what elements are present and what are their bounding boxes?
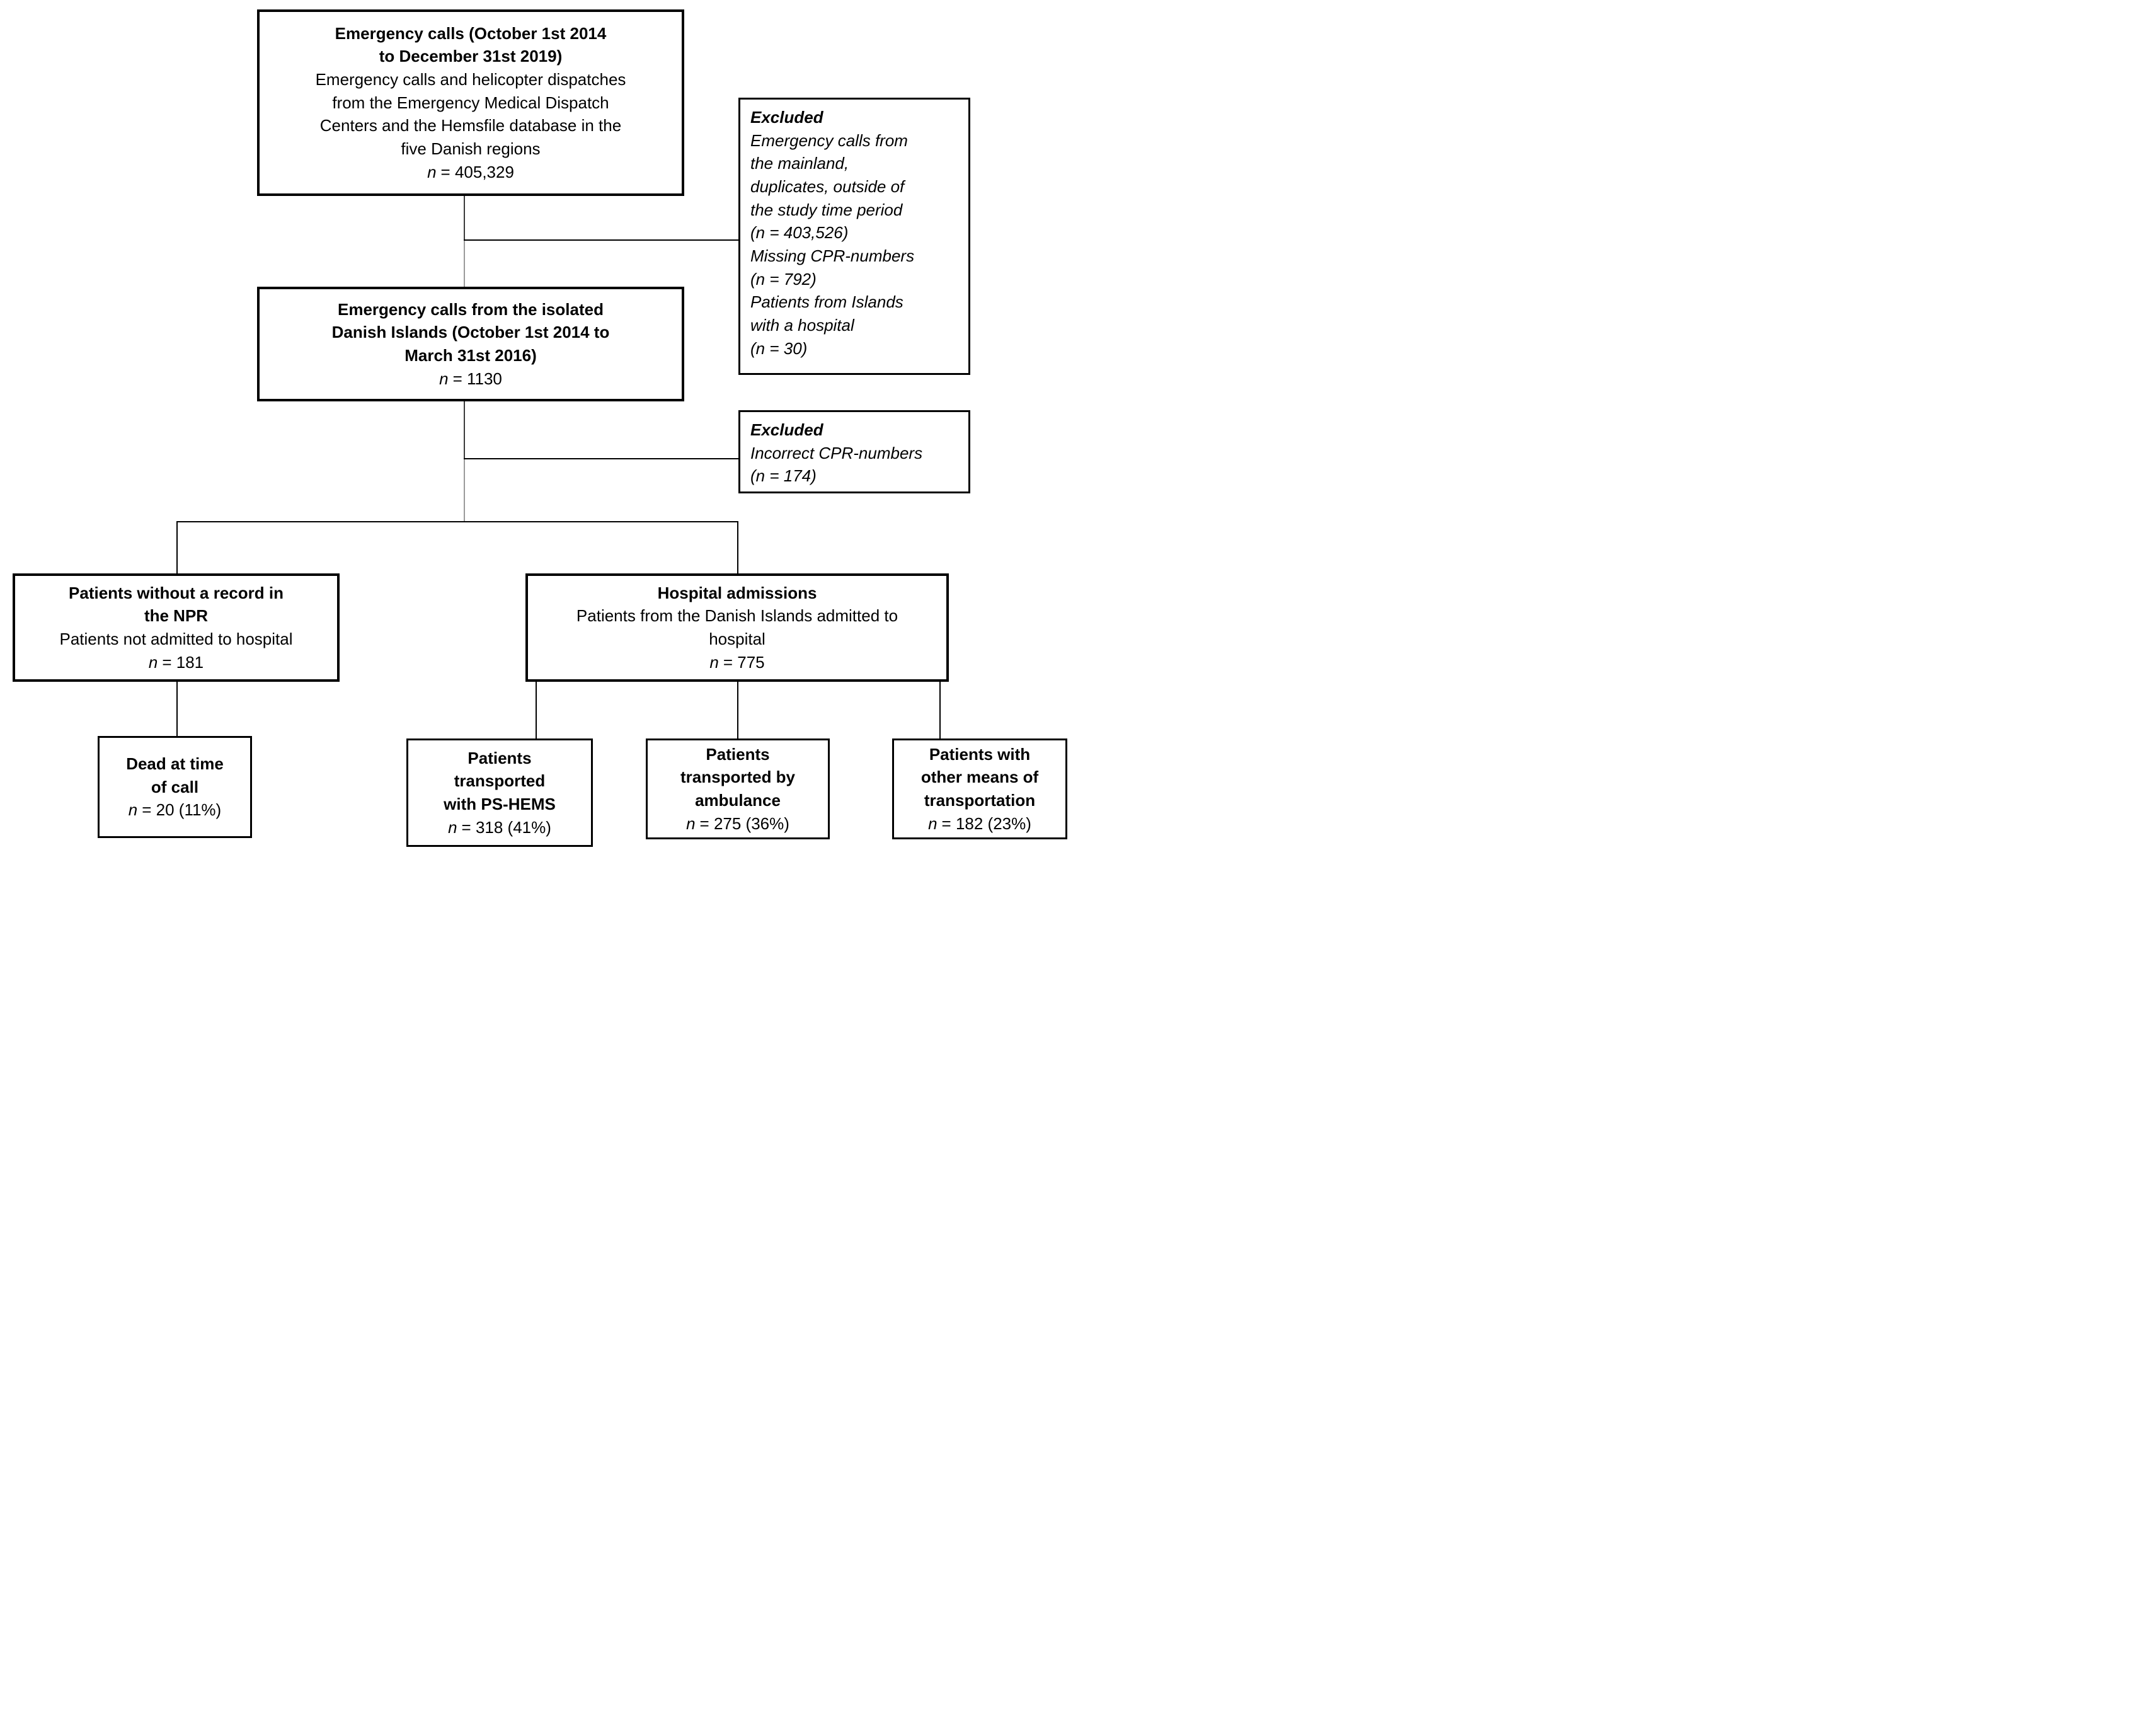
- box-title: Hospital admissions: [657, 583, 817, 602]
- sample-size: n= 405,329: [427, 161, 514, 184]
- connector-islands-to-split-lower: [464, 459, 465, 522]
- box-excluded-incorrect-cpr: Excluded Incorrect CPR-numbers (n = 174): [738, 410, 970, 493]
- box-title: Excluded: [750, 108, 823, 127]
- n-value: = 318 (41%): [461, 817, 551, 837]
- box-title: Patients without a record in the NPR: [69, 583, 284, 626]
- box-transported-ambulance: Patients transported by ambulance n= 275…: [646, 738, 830, 839]
- sample-size: n= 182 (23%): [928, 812, 1031, 836]
- box-hospital-admissions: Hospital admissions Patients from the Da…: [525, 573, 949, 682]
- sample-size: n= 181: [149, 651, 204, 674]
- connector-islands-to-split-upper: [464, 401, 465, 459]
- box-emergency-calls-all: Emergency calls (October 1st 2014 to Dec…: [257, 9, 684, 196]
- connector-top-to-islands-lower: [464, 240, 465, 287]
- box-title: Excluded: [750, 420, 823, 439]
- box-patients-without-npr-record: Patients without a record in the NPR Pat…: [13, 573, 340, 682]
- n-value: = 1130: [452, 369, 502, 388]
- box-body: Emergency calls from the mainland, dupli…: [750, 130, 915, 358]
- box-body: Emergency calls and helicopter dispatche…: [315, 70, 626, 158]
- sample-size: n= 1130: [439, 367, 502, 391]
- box-title: Emergency calls (October 1st 2014 to Dec…: [335, 23, 607, 66]
- box-other-transportation: Patients with other means of transportat…: [892, 738, 1067, 839]
- n-value: = 20 (11%): [142, 800, 222, 820]
- flow-diagram: Emergency calls (October 1st 2014 to Dec…: [0, 0, 1078, 862]
- sample-size: n= 318 (41%): [448, 816, 551, 839]
- sample-size: n= 20 (11%): [129, 798, 221, 822]
- box-body: Incorrect CPR-numbers (n = 174): [750, 443, 923, 486]
- connector-hospital-to-ambulance: [737, 682, 738, 738]
- connector-split-horizontal: [176, 521, 738, 522]
- connector-hospital-to-pshems: [536, 682, 537, 738]
- n-value: = 182 (23%): [941, 813, 1031, 833]
- connector-npr-to-dead: [176, 682, 178, 736]
- connector-top-to-islands-upper: [464, 196, 465, 240]
- box-emergency-calls-islands: Emergency calls from the isolated Danish…: [257, 287, 684, 401]
- box-title: Emergency calls from the isolated Danish…: [331, 299, 610, 365]
- box-excluded-mainland: Excluded Emergency calls from the mainla…: [738, 98, 970, 375]
- box-dead-at-time-of-call: Dead at time of call n= 20 (11%): [98, 736, 252, 838]
- connector-hospital-to-other: [939, 682, 941, 738]
- n-value: = 405,329: [440, 162, 514, 181]
- connector-split-to-hospital: [737, 521, 738, 573]
- sample-size: n= 275 (36%): [686, 812, 789, 836]
- sample-size: n= 775: [709, 651, 764, 674]
- box-title: Patients transported with PS-HEMS: [444, 748, 556, 813]
- box-body: Patients from the Danish Islands admitte…: [576, 606, 898, 648]
- connector-branch-excluded-1: [464, 239, 738, 241]
- n-symbol: n: [427, 162, 437, 181]
- connector-split-to-npr: [176, 521, 178, 573]
- n-value: = 181: [162, 652, 204, 672]
- n-symbol: n: [448, 817, 457, 837]
- box-body: Patients not admitted to hospital: [59, 629, 293, 648]
- box-title: Patients with other means of transportat…: [920, 744, 1039, 810]
- box-transported-ps-hems: Patients transported with PS-HEMS n= 318…: [406, 738, 593, 847]
- connector-branch-excluded-2: [464, 458, 738, 459]
- n-value: = 775: [723, 652, 765, 672]
- n-symbol: n: [148, 652, 158, 672]
- n-symbol: n: [439, 369, 449, 388]
- n-symbol: n: [686, 813, 696, 833]
- box-title: Dead at time of call: [126, 754, 224, 796]
- n-symbol: n: [928, 813, 938, 833]
- n-symbol: n: [128, 800, 138, 820]
- box-title: Patients transported by ambulance: [680, 744, 796, 810]
- n-symbol: n: [709, 652, 719, 672]
- n-value: = 275 (36%): [699, 813, 789, 833]
